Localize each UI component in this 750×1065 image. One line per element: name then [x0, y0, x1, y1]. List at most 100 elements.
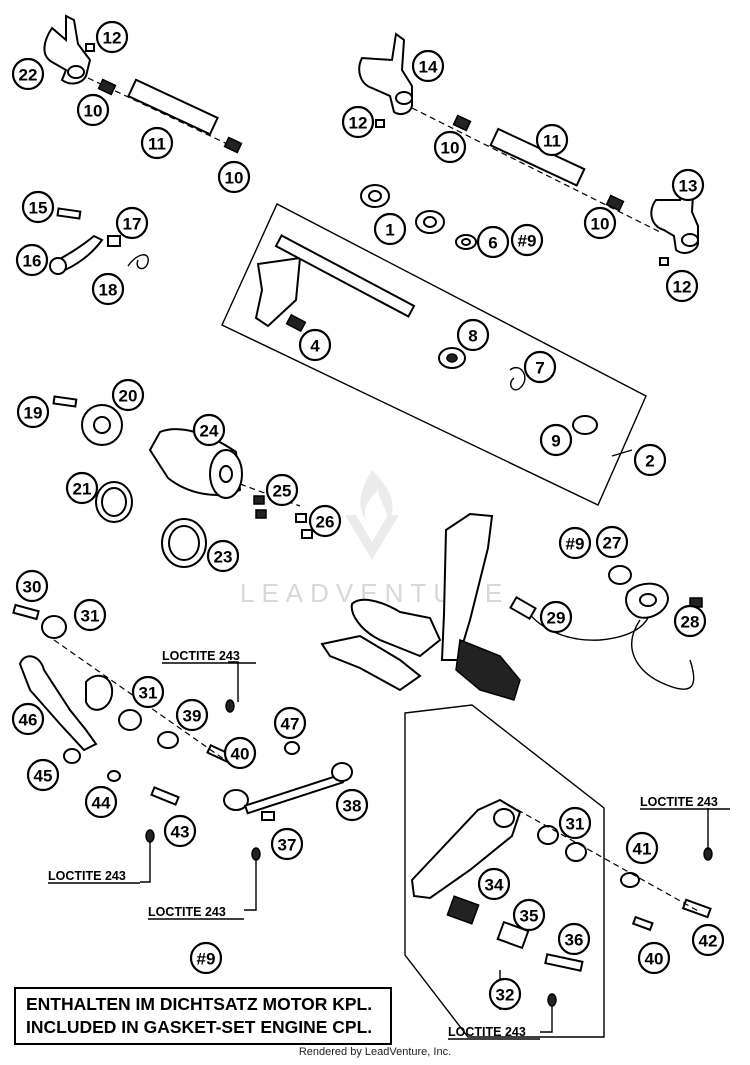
callout-27: 27: [595, 525, 629, 559]
loctite-drop-3: [251, 847, 261, 861]
svg-text:28: 28: [681, 613, 700, 632]
spring-25b: [255, 509, 267, 519]
shift-shaft: [254, 234, 416, 328]
sensor-cable-2: [631, 619, 695, 690]
svg-text:12: 12: [673, 278, 692, 297]
pin-12c: [659, 257, 669, 266]
callout-38: 38: [335, 788, 369, 822]
svg-text:12: 12: [349, 114, 368, 133]
svg-text:10: 10: [84, 102, 103, 121]
callout-10: 10: [433, 130, 467, 164]
callout-12: 12: [665, 269, 699, 303]
connector: [509, 595, 537, 621]
washer-45: [63, 748, 81, 764]
footrest-bracket: [320, 512, 521, 701]
callout-21: 21: [65, 471, 99, 505]
svg-text:#9: #9: [197, 950, 216, 969]
callout-11: 11: [535, 123, 569, 157]
lever-roller: [49, 257, 67, 275]
shift-drum-locating-20: [81, 404, 123, 446]
svg-text:25: 25: [273, 482, 292, 501]
screw-15: [56, 207, 82, 220]
callout-4: 4: [298, 328, 332, 362]
spring-10b: [223, 136, 243, 154]
callout-39: 39: [175, 698, 209, 732]
axis-line-2: [411, 107, 661, 233]
callout-35: 35: [512, 898, 546, 932]
svg-text:31: 31: [81, 607, 100, 626]
svg-text:17: 17: [123, 215, 142, 234]
sleeve-17: [107, 235, 121, 247]
svg-text:38: 38: [343, 797, 362, 816]
callout-44: 44: [84, 785, 118, 819]
spring-10d: [605, 194, 625, 212]
svg-text:24: 24: [200, 422, 219, 441]
bearing-21-inner: [101, 487, 127, 517]
svg-text:31: 31: [566, 815, 585, 834]
gear-sensor: [625, 582, 670, 619]
bearing-23-inner: [168, 525, 200, 561]
pin-26: [295, 513, 307, 523]
needle-bearing-1: [360, 184, 390, 208]
svg-text:23: 23: [214, 548, 233, 567]
screw-40b: [631, 915, 654, 932]
screw-43: [150, 786, 180, 806]
callout-10: 10: [76, 93, 110, 127]
callout-10: 10: [583, 206, 617, 240]
pin-26b: [301, 529, 313, 539]
screw-30: [12, 603, 40, 621]
callout-31: 31: [558, 806, 592, 840]
gasket-note: ENTHALTEN IM DICHTSATZ MOTOR KPL. INCLUD…: [14, 987, 392, 1045]
washer-41: [620, 872, 640, 888]
svg-text:#9: #9: [566, 535, 585, 554]
sensor-cable: [527, 611, 649, 641]
callout-47: 47: [273, 706, 307, 740]
callout-15: 15: [21, 190, 55, 224]
note-line-1: ENTHALTEN IM DICHTSATZ MOTOR KPL.: [26, 994, 373, 1014]
pin-36: [544, 953, 584, 972]
callout-19: 19: [16, 395, 50, 429]
callout-42: 42: [691, 923, 725, 957]
shift-lever-46: [18, 655, 114, 752]
svg-text:46: 46: [19, 711, 38, 730]
callout-10: 10: [217, 160, 251, 194]
callout-16: 16: [15, 243, 49, 277]
svg-text:44: 44: [92, 794, 111, 813]
svg-text:37: 37: [278, 836, 297, 855]
callout-22: 22: [11, 57, 45, 91]
callout-12: 12: [341, 105, 375, 139]
callout-34: 34: [477, 867, 511, 901]
svg-text:7: 7: [535, 359, 544, 378]
screw-42: [681, 898, 712, 919]
screw-37: [261, 811, 275, 821]
loctite-drop-2: [145, 829, 155, 843]
callout-18: 18: [91, 272, 125, 306]
svg-text:47: 47: [281, 715, 300, 734]
svg-text:1: 1: [385, 221, 394, 240]
svg-text:14: 14: [419, 58, 438, 77]
svg-text:10: 10: [591, 215, 610, 234]
shift-rod-38: [223, 762, 353, 815]
return-spring-7: [509, 367, 526, 391]
guide-8: [438, 347, 466, 369]
svg-text:10: 10: [441, 139, 460, 158]
svg-text:18: 18: [99, 281, 118, 300]
footrest-frame: [404, 704, 605, 1038]
watermark-logo: [345, 470, 399, 560]
svg-text:19: 19: [24, 404, 43, 423]
callout-28: 28: [673, 604, 707, 638]
footrest-32: [410, 798, 522, 900]
callout-17: 17: [115, 206, 149, 240]
svg-text:36: 36: [565, 931, 584, 950]
fork-rail-11: [127, 78, 219, 136]
spring-4: [285, 313, 307, 333]
loctite-label: LOCTITE 243: [48, 869, 126, 883]
loctite-drop-1: [225, 699, 235, 713]
callout-36: 36: [557, 922, 591, 956]
loctite-drop-4: [547, 993, 557, 1007]
svg-text:11: 11: [543, 132, 561, 151]
svg-text:27: 27: [603, 534, 622, 553]
svg-text:9: 9: [551, 432, 560, 451]
callout-8: 8: [456, 318, 490, 352]
